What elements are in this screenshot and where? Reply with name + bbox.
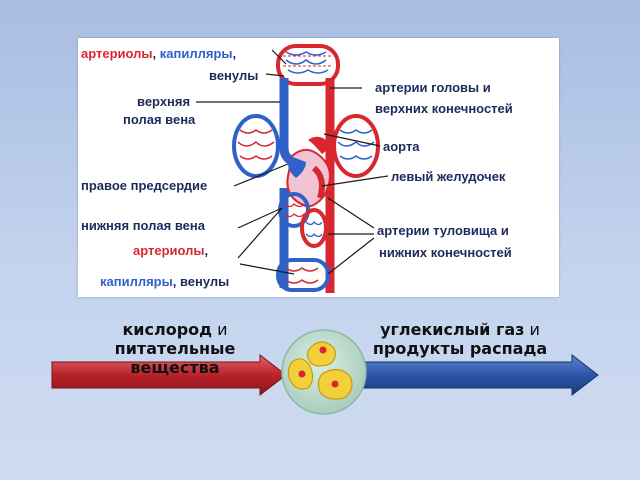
label-capillaries-bottom: капилляры [100, 274, 173, 289]
heart [286, 136, 331, 208]
head-capillary-bed [276, 44, 340, 86]
label-aorta: аорта [383, 139, 420, 154]
label-ivc: нижняя полая вена [81, 218, 205, 233]
label-right-atrium: правое предсердие [81, 178, 208, 193]
oxygen-word: кислород [122, 320, 213, 339]
label-head-arteries-line2: верхних конечностей [375, 101, 513, 116]
label-arterioles-bottom: артериолы [133, 243, 205, 258]
co2-and: и [524, 320, 540, 339]
nutrients-line3: вещества [130, 358, 220, 377]
circulation-diagram-panel: артериолы, капилляры, венулы верхняя пол… [78, 38, 559, 297]
label-venules-bottom: , венулы [172, 274, 230, 289]
legs-capillary-bed [276, 258, 330, 292]
circulation-schematic [196, 44, 389, 293]
co2-decay-text: углекислый газ и продукты распада [340, 320, 580, 358]
label-arterioles-top: артериолы [81, 46, 153, 61]
co2-line: углекислый газ и [340, 320, 580, 339]
label-arterioles-capillaries-top: артериолы, капилляры, [81, 46, 236, 61]
label-venules-top: венулы [209, 68, 259, 83]
left-capillary-bed [232, 114, 280, 178]
oxygen-nutrients-text: кислород и питательные вещества [86, 320, 264, 377]
label-svc-line1: верхняя [137, 94, 191, 109]
co2-word: углекислый газ [380, 320, 525, 339]
label-trunk-arteries-line2: нижних конечностей [379, 245, 512, 260]
blue-arrow [351, 353, 599, 397]
label-capillaries-venules-bottom: капилляры, венулы [100, 274, 229, 289]
label-arterioles-bottom-wrap: артериолы, [133, 243, 208, 258]
pointer-lines [196, 49, 389, 275]
label-head-arteries-line1: артерии головы и [375, 80, 491, 95]
right-capillary-bed [332, 114, 380, 178]
decay-line: продукты распада [372, 339, 548, 358]
label-trunk-arteries-line1: артерии туловища и [377, 223, 509, 238]
comma: , [232, 46, 237, 61]
label-svc-line2: полая вена [123, 112, 196, 127]
label-capillaries-top: капилляры [159, 46, 233, 61]
label-left-ventricle: левый желудочек [391, 169, 506, 184]
oxygen-and: и [212, 320, 228, 339]
comma: , [152, 46, 157, 61]
oxygen-line: кислород и [86, 320, 264, 339]
superior-vena-cava [279, 78, 293, 164]
comma: , [204, 243, 209, 258]
nutrients-line2: питательные [114, 339, 236, 358]
